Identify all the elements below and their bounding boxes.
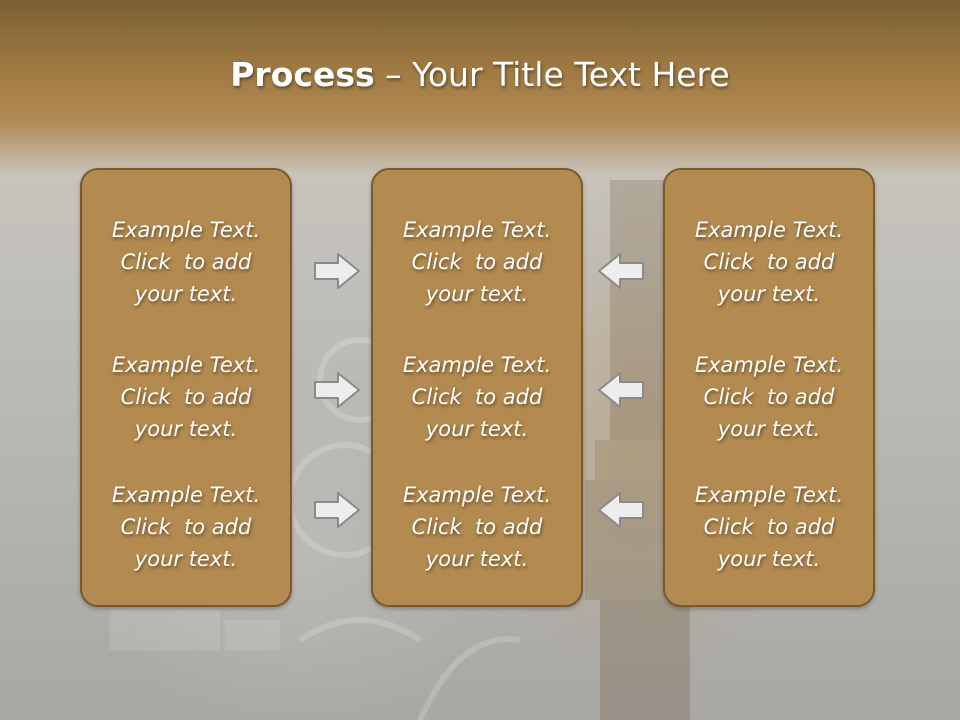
slide-title[interactable]: Process – Your Title Text Here — [0, 50, 960, 100]
text-line: Click to add — [120, 250, 252, 274]
text-line: Example Text. — [402, 218, 552, 242]
text-line: your text. — [425, 547, 529, 571]
title-rest: – Your Title Text Here — [374, 55, 730, 94]
text-line: Click to add — [120, 515, 252, 539]
text-line: Example Text. — [402, 483, 552, 507]
text-block[interactable]: Example Text. Click to add your text. — [82, 349, 290, 445]
text-line: your text. — [717, 547, 821, 571]
process-box-right[interactable]: Example Text. Click to add your text. Ex… — [663, 168, 875, 607]
text-block[interactable]: Example Text. Click to add your text. — [373, 349, 581, 445]
text-line: Click to add — [703, 250, 835, 274]
text-line: Click to add — [411, 250, 543, 274]
text-block[interactable]: Example Text. Click to add your text. — [82, 214, 290, 310]
text-block[interactable]: Example Text. Click to add your text. — [665, 349, 873, 445]
arrow-right-icon[interactable] — [313, 252, 361, 290]
text-line: Click to add — [120, 385, 252, 409]
text-line: Example Text. — [694, 353, 844, 377]
text-line: Click to add — [411, 385, 543, 409]
text-block[interactable]: Example Text. Click to add your text. — [665, 214, 873, 310]
process-box-left[interactable]: Example Text. Click to add your text. Ex… — [80, 168, 292, 607]
text-line: your text. — [134, 547, 238, 571]
text-line: Example Text. — [111, 483, 261, 507]
text-block[interactable]: Example Text. Click to add your text. — [82, 479, 290, 575]
arrow-left-icon[interactable] — [597, 491, 645, 529]
text-line: Click to add — [703, 515, 835, 539]
text-line: Example Text. — [111, 218, 261, 242]
text-line: your text. — [425, 417, 529, 441]
text-line: Example Text. — [694, 218, 844, 242]
text-block[interactable]: Example Text. Click to add your text. — [665, 479, 873, 575]
arrow-right-icon[interactable] — [313, 491, 361, 529]
text-block[interactable]: Example Text. Click to add your text. — [373, 479, 581, 575]
text-line: Example Text. — [402, 353, 552, 377]
text-line: your text. — [134, 417, 238, 441]
text-line: Click to add — [411, 515, 543, 539]
text-line: your text. — [717, 282, 821, 306]
arrow-right-icon[interactable] — [313, 371, 361, 409]
text-line: your text. — [717, 417, 821, 441]
text-line: Example Text. — [694, 483, 844, 507]
text-line: your text. — [425, 282, 529, 306]
title-bold: Process — [230, 55, 375, 94]
arrow-left-icon[interactable] — [597, 371, 645, 409]
text-line: your text. — [134, 282, 238, 306]
arrow-left-icon[interactable] — [597, 252, 645, 290]
process-box-middle[interactable]: Example Text. Click to add your text. Ex… — [371, 168, 583, 607]
text-block[interactable]: Example Text. Click to add your text. — [373, 214, 581, 310]
text-line: Example Text. — [111, 353, 261, 377]
text-line: Click to add — [703, 385, 835, 409]
